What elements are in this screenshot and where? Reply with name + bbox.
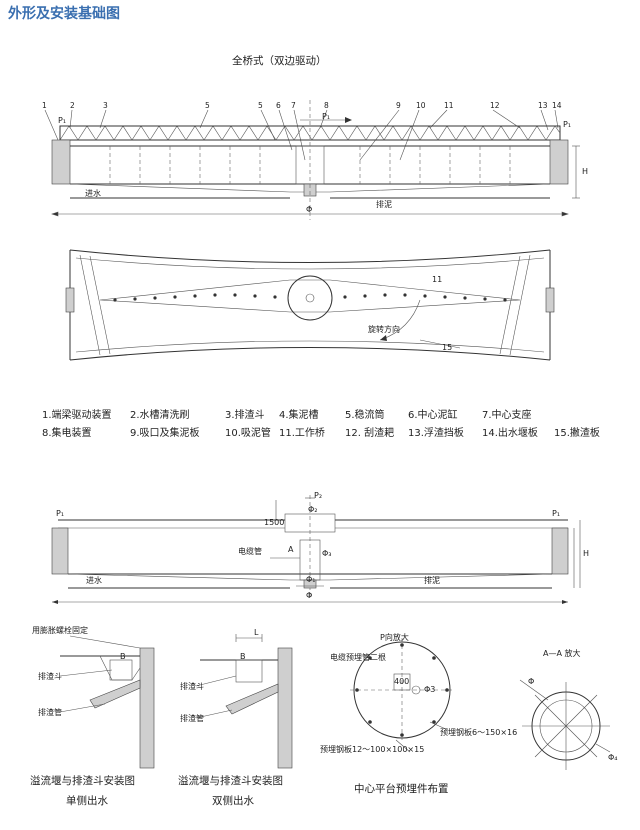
legend-item: 14.出水堰板 [482, 426, 538, 439]
part-number: 3 [103, 101, 108, 110]
detail3-p-view: P向放大 [380, 632, 409, 642]
legend-item: 11.工作桥 [279, 427, 325, 439]
label-phi: Φ [306, 205, 312, 214]
section-phi: Φ [306, 591, 312, 600]
label-rotation: 旋转方向 [368, 324, 400, 334]
legend-item: 9.吸口及集泥板 [130, 426, 200, 439]
label-plan-15: 15 [442, 343, 452, 352]
detail1-pipe: 排渣管 [38, 707, 62, 717]
part-number: 5 [258, 101, 263, 110]
part-number: 12 [490, 101, 500, 110]
section-phi2: Φ₂ [308, 505, 318, 514]
detail1-caption: 溢流堰与排渣斗安装图 [30, 774, 135, 787]
label-inlet: 进水 [85, 188, 101, 198]
section-a: A [288, 545, 294, 554]
page-title: 外形及安装基础图 [8, 5, 120, 22]
legend-item: 5.稳流筒 [345, 408, 385, 421]
section-phi1: Φ₁ [306, 575, 316, 584]
detail-section-aa [519, 679, 611, 770]
section-h: H [583, 549, 589, 558]
legend-item: 10.吸泥管 [225, 426, 271, 439]
detail-double-outlet [195, 634, 293, 769]
dim-phi-top [51, 211, 569, 217]
legend-item: 4.集泥槽 [279, 408, 319, 421]
legend-item: 6.中心泥缸 [408, 408, 458, 421]
plan-view [65, 249, 555, 361]
detail2-b: B [240, 652, 246, 661]
tank-section [51, 100, 580, 220]
part-number: 13 [538, 101, 548, 110]
detail4-title: A—A 放大 [543, 648, 581, 658]
section-cable: 电缆管 [238, 546, 262, 556]
detail3-plate-a: 预埋钢板6～150×16 [440, 727, 517, 737]
detail2-hopper: 排渣斗 [180, 681, 204, 691]
section-phi3: Φ₃ [322, 549, 332, 558]
label-p1-mid: P₁ [322, 112, 330, 121]
detail1-subcaption: 单侧出水 [66, 794, 108, 807]
detail1-note: 用膨胀螺栓固定 [32, 625, 88, 635]
legend-item: 12. 刮渣耙 [345, 426, 394, 439]
legend: 1.端梁驱动装置 2.水槽清洗刷 3.排渣斗 4.集泥槽 5.稳流筒 6.中心泥… [42, 408, 600, 439]
detail-center-platform [350, 638, 454, 753]
label-h: H [582, 167, 588, 176]
section-p1-right: P₁ [552, 509, 560, 518]
part-number: 6 [276, 101, 281, 110]
label-sludge: 排泥 [376, 199, 392, 209]
detail2-subcaption: 双侧出水 [212, 794, 254, 807]
detail3-plate-b: 预埋钢板12～100×100×15 [320, 744, 424, 754]
detail2-caption: 溢流堰与排渣斗安装图 [178, 774, 283, 787]
section-dim1500: 1500 [264, 518, 284, 527]
detail1-b: B [120, 652, 126, 661]
section-view [51, 495, 581, 604]
section-p1-left: P₁ [56, 509, 64, 518]
detail3-dim400: 400 [394, 677, 409, 686]
detail1-hopper: 排渣斗 [38, 671, 62, 681]
section-p2: P₂ [314, 491, 322, 500]
part-number: 11 [444, 101, 454, 110]
detail2-pipe: 排渣管 [180, 713, 204, 723]
bridge-truss: P₁ [59, 112, 561, 141]
legend-item: 2.水槽清洗刷 [130, 408, 190, 421]
label-p1-left: P₁ [58, 116, 66, 125]
part-number: 9 [396, 101, 401, 110]
legend-item: 13.浮渣挡板 [408, 426, 464, 439]
leader-lines [44, 109, 559, 161]
detail4-phi4: Φ₄ [608, 753, 618, 762]
label-p1-right: P₁ [563, 120, 571, 129]
legend-item: 15.撇渣板 [554, 426, 600, 439]
legend-item: 3.排渣斗 [225, 408, 265, 421]
detail4-phi: Φ [528, 677, 534, 686]
part-number: 2 [70, 101, 75, 110]
detail3-cable-pipe: 电缆预埋管二根 [330, 652, 386, 662]
detail-single-outlet [59, 635, 155, 769]
part-number: 1 [42, 101, 47, 110]
legend-item: 8.集电装置 [42, 426, 92, 439]
legend-item: 1.端梁驱动装置 [42, 408, 112, 421]
part-number-row: 1 2 3 5 5 6 7 8 9 10 11 12 13 14 [42, 101, 562, 110]
detail3-phi3: Φ3 [424, 685, 435, 694]
part-number: 5 [205, 101, 210, 110]
section-inlet: 进水 [86, 575, 102, 585]
drawing-title: 全桥式（双边驱动） [232, 54, 327, 67]
legend-item: 7.中心支座 [482, 408, 532, 421]
section-sludge: 排泥 [424, 575, 440, 585]
part-number: 14 [552, 101, 562, 110]
part-number: 7 [291, 101, 296, 110]
detail2-l: L [254, 628, 259, 637]
detail3-caption: 中心平台预埋件布置 [354, 782, 449, 795]
part-number: 10 [416, 101, 426, 110]
label-plan-11: 11 [432, 275, 442, 284]
part-number: 8 [324, 101, 329, 110]
